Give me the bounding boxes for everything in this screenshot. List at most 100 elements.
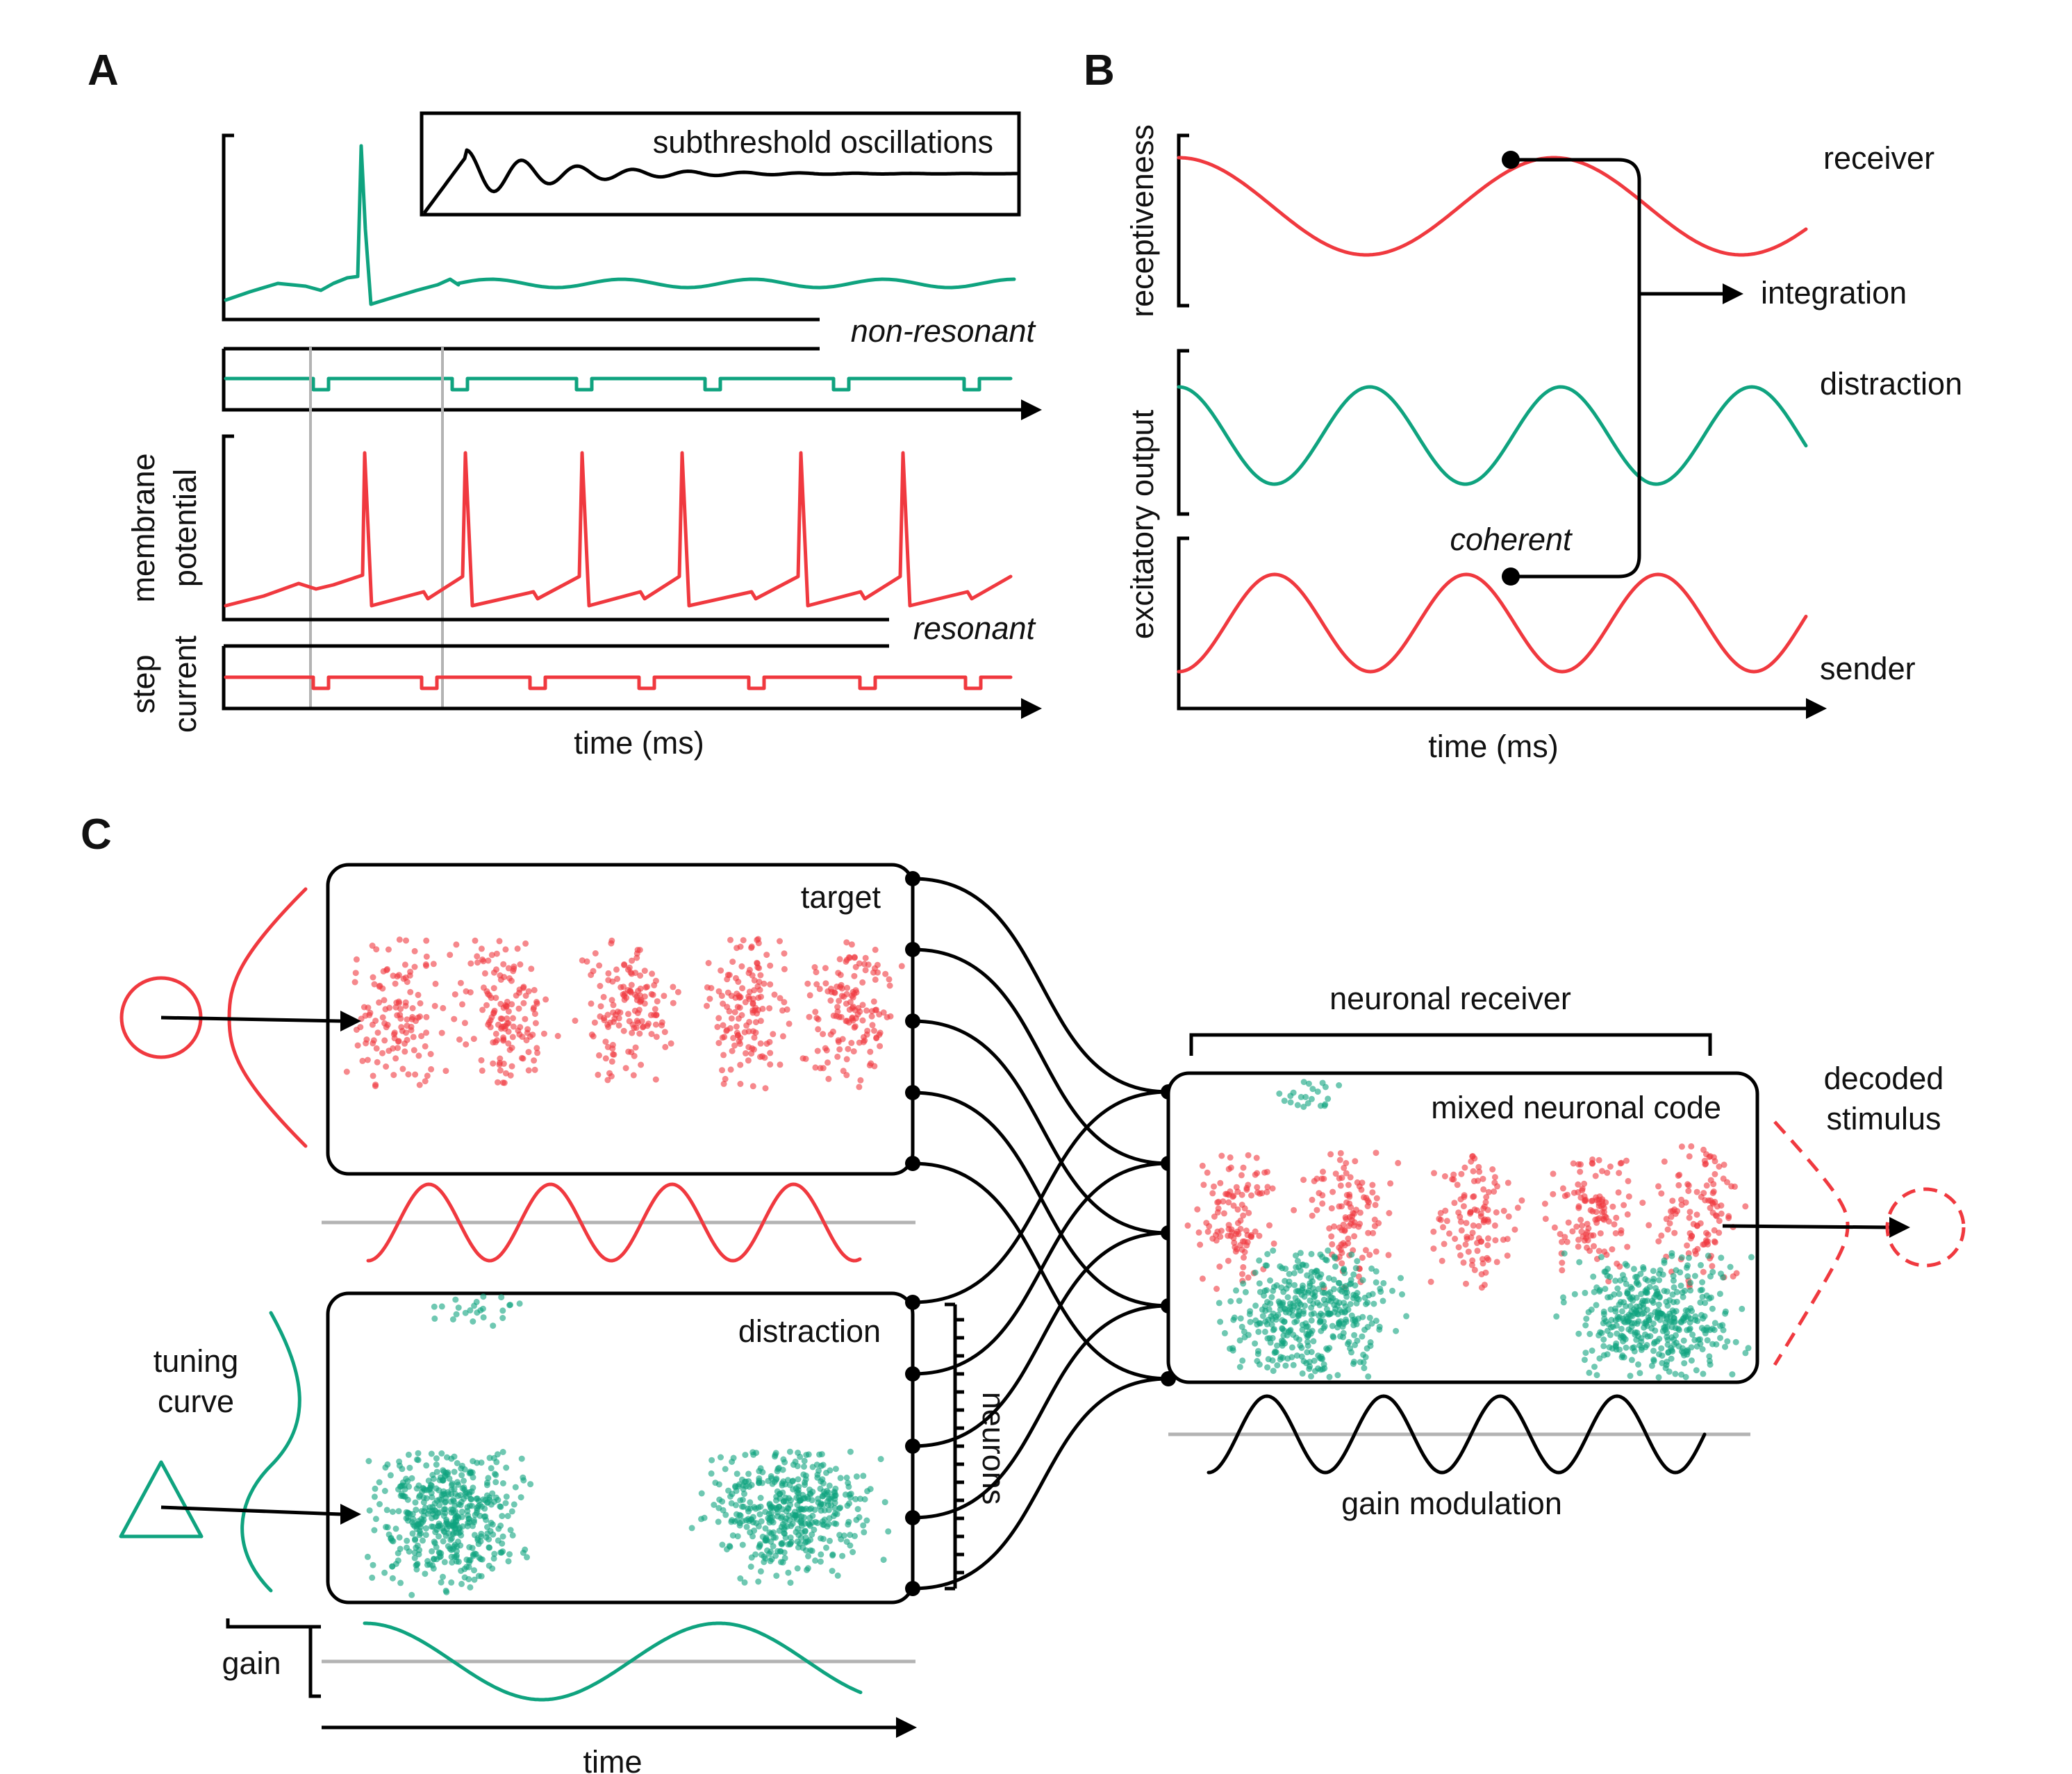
raster-dot	[432, 1529, 439, 1536]
raster-dot	[1455, 1244, 1462, 1251]
raster-dot	[451, 991, 458, 998]
raster-dot	[1342, 1289, 1349, 1296]
raster-dot	[1504, 1252, 1511, 1259]
raster-dot	[1319, 1355, 1326, 1362]
raster-dot	[1730, 1273, 1737, 1280]
raster-dot	[502, 1500, 509, 1507]
raster-dot	[761, 1054, 768, 1061]
raster-dot	[784, 1006, 790, 1013]
raster-dot	[786, 1448, 793, 1455]
raster-dot	[813, 969, 820, 976]
connection-line	[912, 877, 1169, 1094]
connection-line	[912, 1304, 1169, 1520]
raster-dot	[1688, 1344, 1695, 1351]
raster-dot	[1682, 1199, 1689, 1206]
raster-dot	[1345, 1235, 1352, 1242]
raster-dot	[1337, 1318, 1344, 1325]
raster-dot	[474, 959, 481, 966]
raster-dot	[1601, 1316, 1608, 1323]
raster-dot	[1687, 1287, 1694, 1294]
raster-dot	[1685, 1250, 1692, 1257]
raster-dot	[745, 1028, 752, 1035]
raster-dot	[1307, 1279, 1313, 1286]
raster-dot	[621, 961, 628, 968]
raster-dot	[1729, 1371, 1736, 1378]
raster-dot	[490, 1323, 497, 1329]
raster-dot	[461, 1020, 468, 1027]
raster-dot	[1245, 1152, 1252, 1159]
raster-dot	[409, 1530, 416, 1537]
raster-dot	[376, 999, 383, 1006]
raster-dot	[794, 1489, 801, 1495]
raster-dot	[343, 1068, 350, 1075]
raster-dot	[1607, 1332, 1614, 1338]
raster-dot	[1618, 1229, 1625, 1236]
raster-dot	[473, 1495, 480, 1502]
raster-dot	[520, 1000, 527, 1006]
raster-dot	[415, 1052, 422, 1059]
raster-dot	[730, 1454, 737, 1461]
raster-dot	[632, 1044, 639, 1051]
panel-c-letter: C	[81, 811, 112, 859]
raster-dot	[818, 1551, 824, 1558]
raster-dot	[1686, 1153, 1693, 1160]
raster-dot	[1721, 1161, 1727, 1168]
raster-dot	[1661, 1257, 1668, 1264]
raster-dot	[497, 1503, 504, 1510]
raster-dot	[734, 1004, 741, 1011]
raster-dot	[1678, 1254, 1685, 1261]
raster-dot	[431, 1315, 438, 1322]
raster-dot	[1350, 1295, 1357, 1302]
raster-dot	[633, 950, 640, 957]
raster-dot	[1492, 1237, 1499, 1244]
raster-dot	[1470, 1168, 1477, 1175]
raster-dot	[714, 1024, 721, 1030]
gain-bracket	[226, 1618, 321, 1698]
raster-dot	[531, 1057, 538, 1064]
raster-dot	[352, 970, 359, 977]
raster-dot	[1624, 1288, 1631, 1295]
raster-dot	[386, 1531, 392, 1538]
raster-dot	[745, 1478, 752, 1485]
res-y-axis	[222, 434, 889, 622]
raster-dot	[834, 1511, 840, 1518]
raster-dot	[1315, 1365, 1322, 1372]
raster-dot	[812, 1557, 819, 1564]
raster-dot	[413, 1485, 420, 1492]
raster-dot	[1240, 1263, 1247, 1270]
raster-dot	[1570, 1160, 1577, 1167]
raster-dot	[863, 1517, 870, 1524]
raster-dot	[745, 1470, 752, 1477]
raster-dot	[633, 993, 640, 1000]
raster-dot	[822, 965, 829, 972]
raster-dot	[855, 1004, 862, 1011]
raster-dot	[607, 1019, 613, 1026]
panel-c: C target distraction tuning curve gain t…	[81, 811, 1966, 1774]
raster-dot	[1270, 1284, 1277, 1291]
raster-dot	[522, 1546, 529, 1553]
raster-dot	[786, 1020, 793, 1027]
raster-dot	[1440, 1224, 1446, 1231]
raster-dot	[1590, 1273, 1597, 1280]
raster-dot	[1468, 1158, 1475, 1165]
raster-dot	[652, 977, 659, 984]
raster-dot	[456, 1036, 463, 1043]
raster-dot	[1591, 1243, 1597, 1250]
raster-dot	[389, 1537, 395, 1544]
raster-dot	[840, 1532, 847, 1539]
raster-dot	[1623, 1280, 1630, 1287]
raster-dot	[1334, 1372, 1341, 1379]
raster-dot	[412, 1499, 419, 1506]
raster-dot	[404, 1537, 411, 1544]
raster-dot	[445, 1530, 452, 1537]
raster-dot	[1703, 1229, 1709, 1236]
panel-b-axes	[1177, 536, 1806, 711]
raster-dot	[429, 1548, 436, 1555]
raster-dot	[1279, 1325, 1286, 1332]
raster-dot	[1294, 1102, 1301, 1109]
raster-dot	[1339, 1323, 1346, 1330]
raster-dot	[376, 983, 383, 990]
raster-dot	[851, 1024, 858, 1031]
raster-dot	[383, 1523, 389, 1530]
raster-dot	[1664, 1226, 1671, 1233]
